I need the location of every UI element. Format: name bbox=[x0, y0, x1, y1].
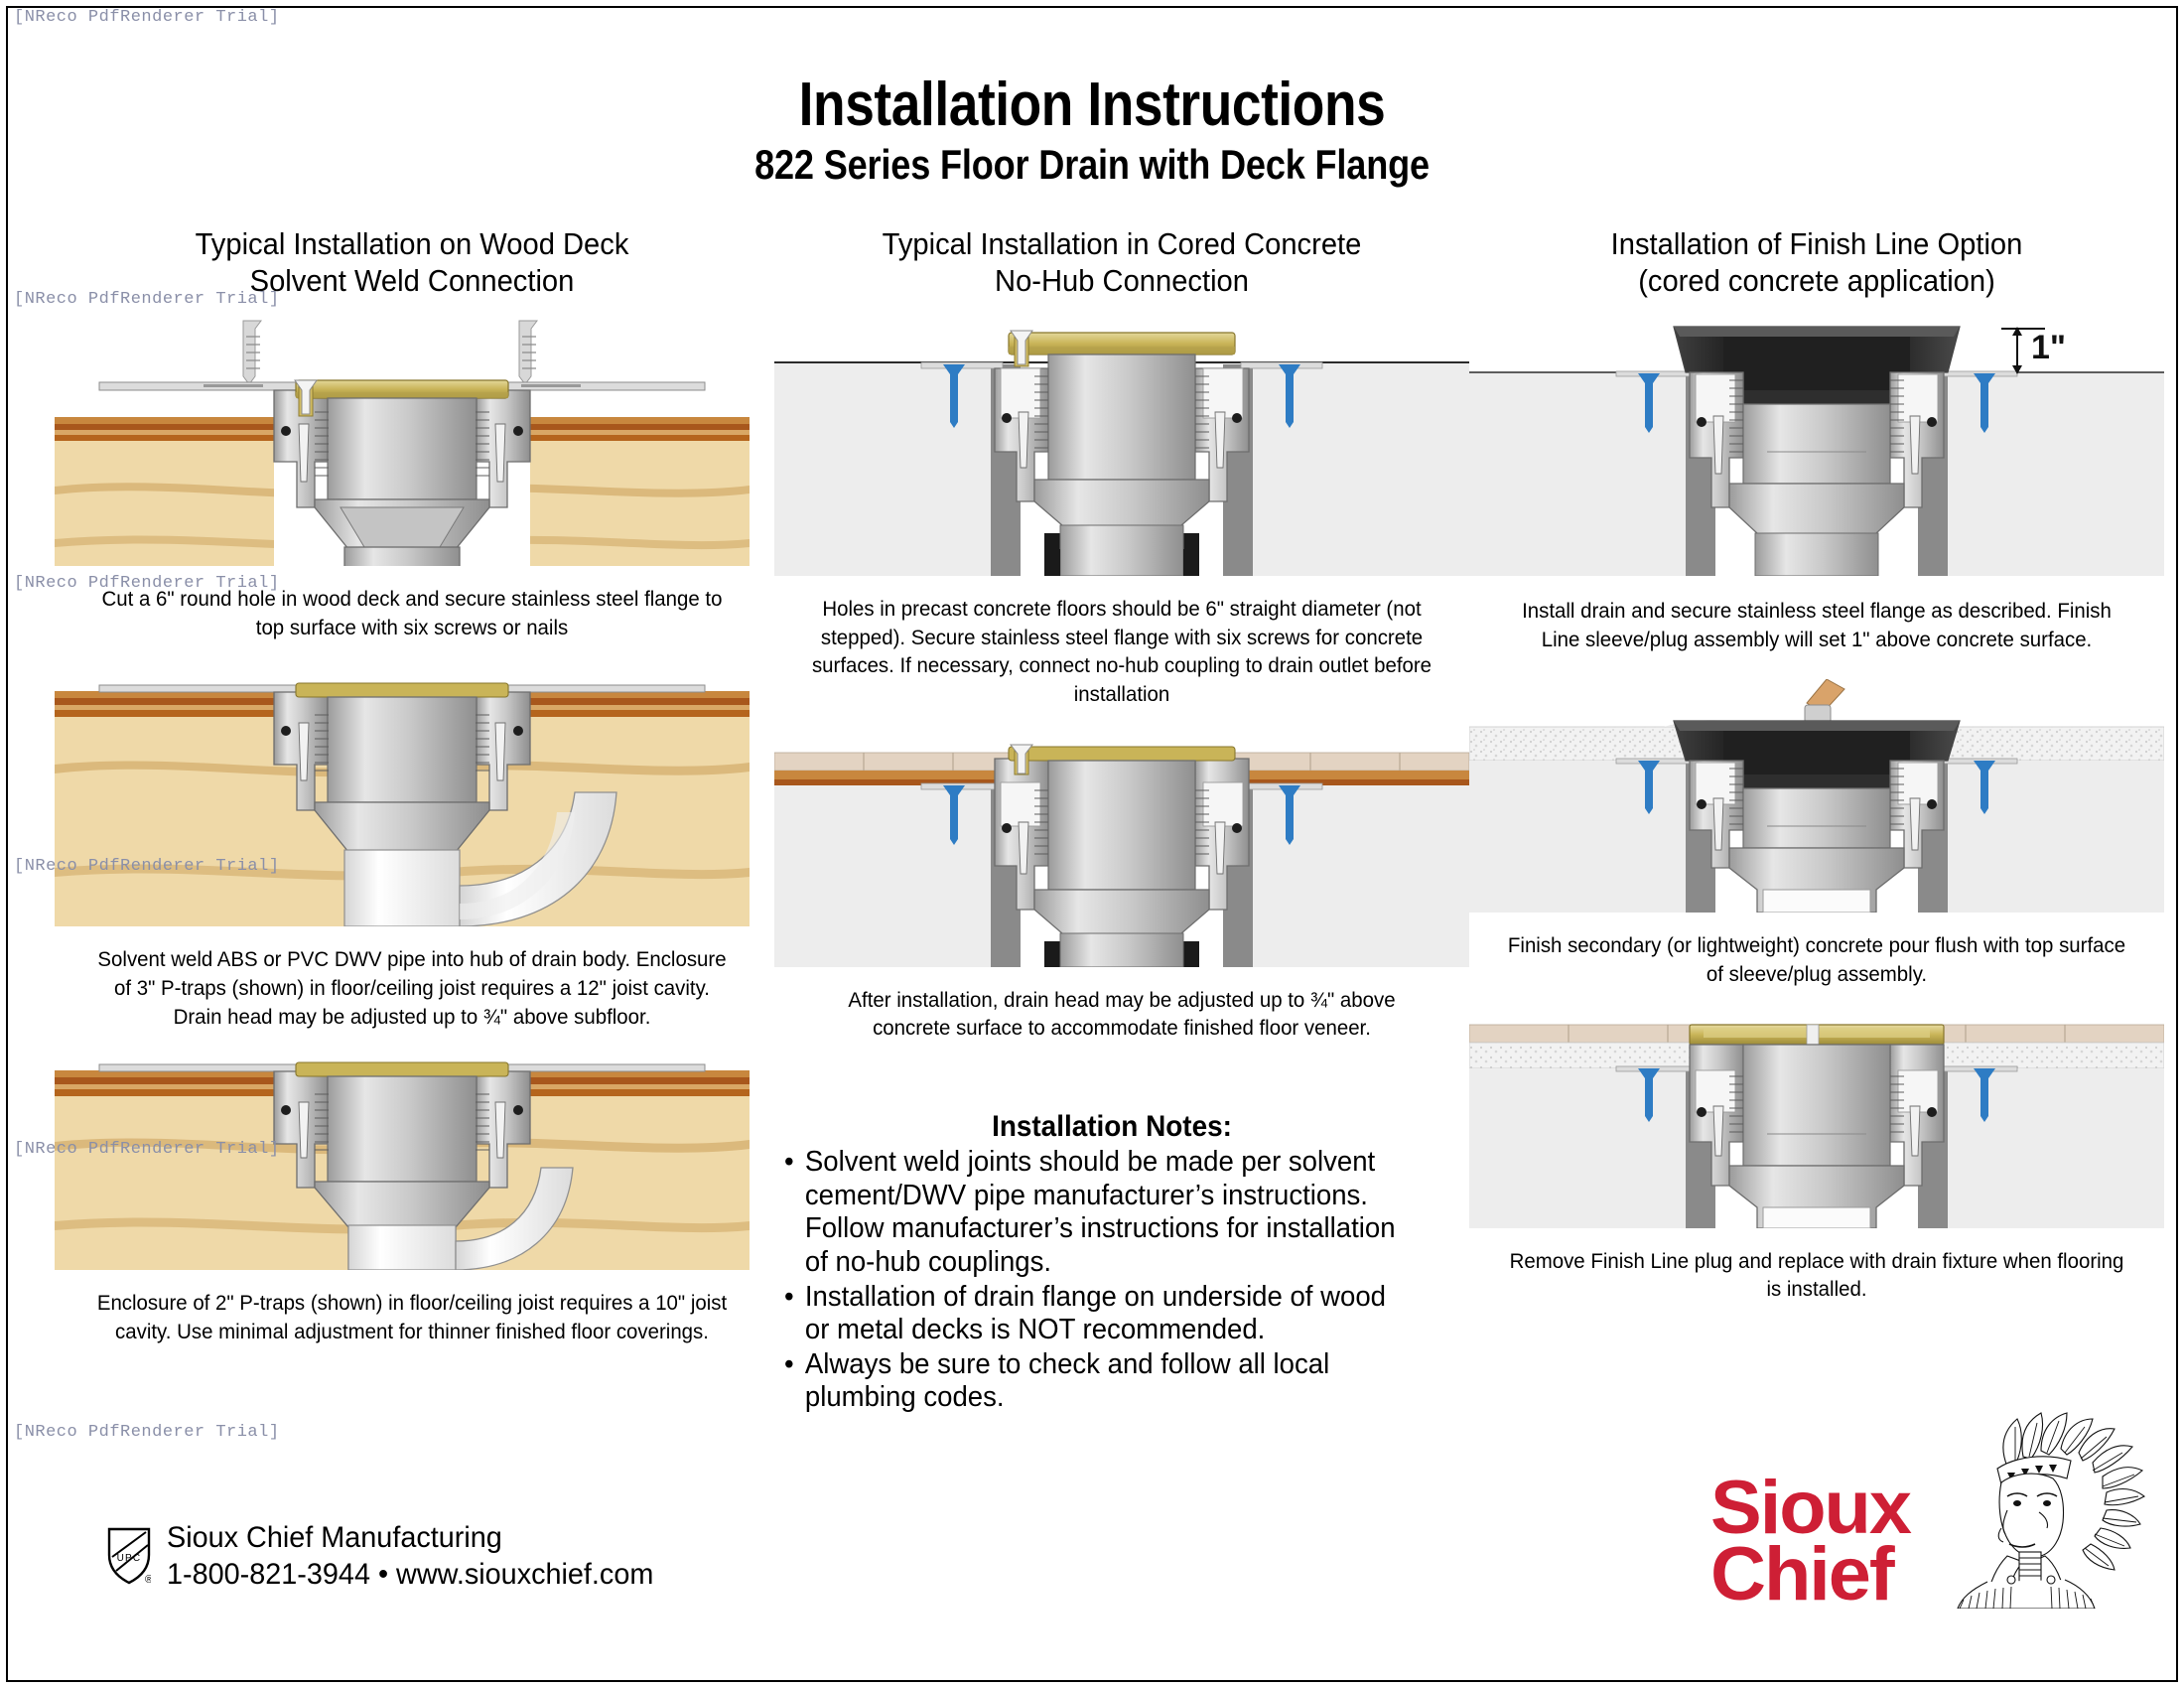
column-1-heading: Typical Installation on Wood Deck Solven… bbox=[76, 226, 749, 299]
upc-shield-icon: UPC ® bbox=[107, 1527, 151, 1585]
caption-3-1: Install drain and secure stainless steel… bbox=[1522, 599, 2112, 651]
watermark: [NReco PdfRenderer Trial] bbox=[14, 857, 280, 876]
caption-3-3: Remove Finish Line plug and replace with… bbox=[1509, 1248, 2124, 1302]
caption-2-1: Holes in precast concrete floors should … bbox=[811, 597, 1433, 706]
logo-wordmark: Sioux Chief bbox=[1710, 1466, 1912, 1618]
note-text: Always be sure to check and follow all l… bbox=[804, 1347, 1330, 1414]
figure-finish-line-sleeve: 1" bbox=[1469, 313, 2164, 581]
caption-2-2: After installation, drain head may be ad… bbox=[848, 987, 1396, 1041]
column-2-heading-line1: Typical Installation in Cored Concrete bbox=[882, 226, 1362, 261]
title-block: Installation Instructions 822 Series Flo… bbox=[0, 73, 2184, 188]
figure-wood-deck-ptrap-2in bbox=[55, 1056, 769, 1275]
company-name: Sioux Chief Manufacturing bbox=[167, 1521, 502, 1554]
dimension-label-1-inch: 1" bbox=[2031, 329, 2066, 366]
watermark: [NReco PdfRenderer Trial] bbox=[14, 574, 280, 593]
figure-wood-deck-flange bbox=[55, 313, 769, 600]
sioux-chief-logo: Sioux Chief bbox=[1710, 1405, 2160, 1618]
chief-headdress-icon bbox=[1957, 1412, 2145, 1609]
caption-1-3: Enclosure of 2" P-traps (shown) in floor… bbox=[96, 1291, 728, 1343]
column-2-heading-line2: No-Hub Connection bbox=[995, 262, 1249, 298]
figure-cored-concrete-finished bbox=[773, 738, 1470, 972]
column-2-heading: Typical Installation in Cored Concrete N… bbox=[795, 226, 1448, 299]
installation-notes: Installation Notes: • Solvent weld joint… bbox=[784, 1110, 1439, 1416]
column-3-heading-line2: (cored concrete application) bbox=[1638, 262, 1995, 298]
note-text: Installation of drain flange on undersid… bbox=[804, 1280, 1386, 1346]
upc-label: UPC bbox=[117, 1553, 142, 1564]
column-1-heading-line1: Typical Installation on Wood Deck bbox=[195, 226, 629, 261]
logo-line-2: Chief bbox=[1710, 1532, 1895, 1618]
note-item: • Installation of drain flange on unders… bbox=[784, 1281, 1407, 1347]
figure-wood-deck-ptrap-3in bbox=[55, 673, 769, 931]
bullet-icon: • bbox=[784, 1347, 794, 1380]
watermark: [NReco PdfRenderer Trial] bbox=[14, 1423, 280, 1442]
footer-contact-block: UPC ® Sioux Chief Manufacturing 1-800-82… bbox=[107, 1519, 674, 1593]
caption-1-1: Cut a 6" round hole in wood deck and sec… bbox=[101, 587, 723, 639]
caption-1-2: Solvent weld ABS or PVC DWV pipe into hu… bbox=[97, 947, 727, 1029]
column-cored-concrete: Typical Installation in Cored Concrete N… bbox=[773, 226, 1470, 1043]
bullet-icon: • bbox=[784, 1280, 794, 1313]
watermark: [NReco PdfRenderer Trial] bbox=[14, 8, 280, 27]
installation-notes-title: Installation Notes: bbox=[992, 1110, 1232, 1143]
logo-line-1: Sioux bbox=[1710, 1466, 1912, 1551]
contact-info[interactable]: 1-800-821-3944 • www.siouxchief.com bbox=[167, 1558, 654, 1592]
watermark: [NReco PdfRenderer Trial] bbox=[14, 290, 280, 309]
bullet-icon: • bbox=[784, 1146, 794, 1178]
note-item: • Solvent weld joints should be made per… bbox=[784, 1146, 1407, 1280]
note-text: Solvent weld joints should be made per s… bbox=[804, 1146, 1396, 1278]
figure-finish-line-completed bbox=[1468, 1014, 2165, 1233]
caption-3-2: Finish secondary (or lightweight) concre… bbox=[1507, 933, 2126, 986]
column-wood-deck: Typical Installation on Wood Deck Solven… bbox=[55, 226, 769, 1345]
page-title: Installation Instructions bbox=[798, 70, 1386, 139]
column-1-heading-line2: Solvent Weld Connection bbox=[249, 262, 575, 298]
column-3-heading: Installation of Finish Line Option (core… bbox=[1490, 226, 2143, 299]
registered-mark: ® bbox=[145, 1574, 151, 1585]
watermark: [NReco PdfRenderer Trial] bbox=[14, 1140, 280, 1159]
figure-cored-concrete-nohub bbox=[774, 313, 1469, 581]
note-item: • Always be sure to check and follow all… bbox=[784, 1348, 1407, 1415]
page-subtitle: 822 Series Floor Drain with Deck Flange bbox=[754, 141, 1430, 189]
column-3-heading-line1: Installation of Finish Line Option bbox=[1610, 226, 2023, 261]
column-finish-line: Installation of Finish Line Option (core… bbox=[1468, 226, 2165, 1304]
figure-finish-line-secondary-pour bbox=[1468, 678, 2165, 917]
